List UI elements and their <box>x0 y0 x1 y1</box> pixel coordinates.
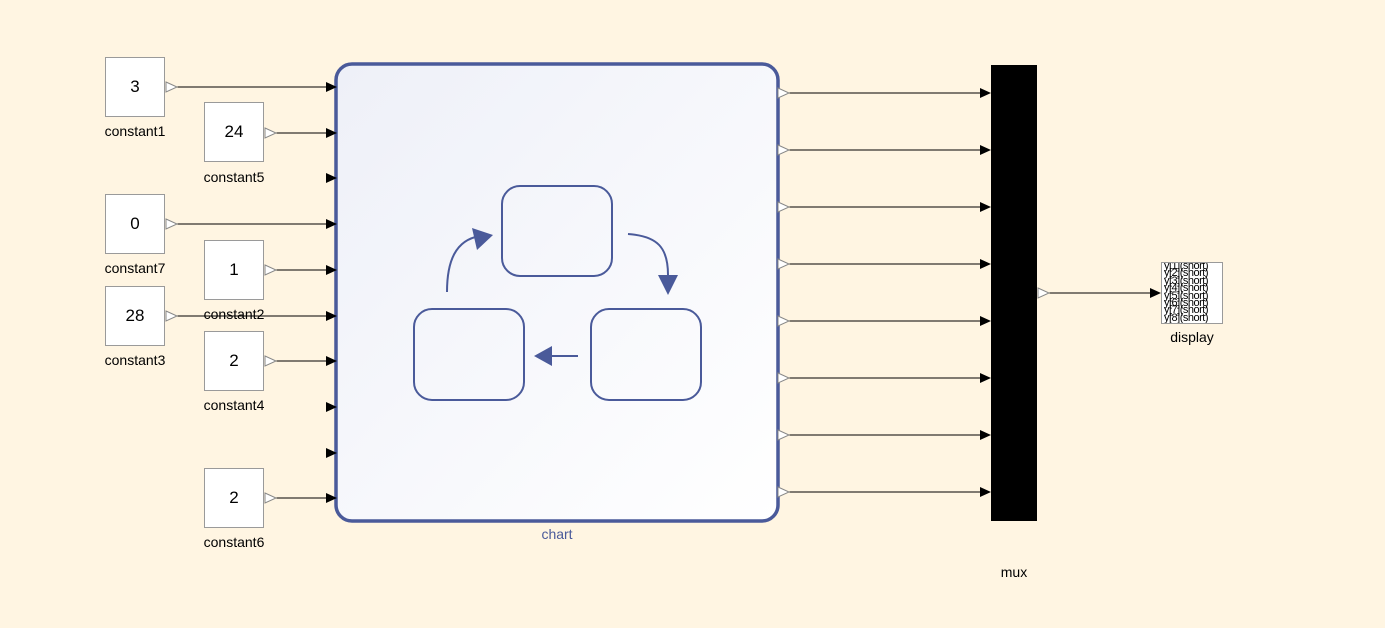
state-left-icon <box>413 308 525 401</box>
display-line-7: y[7](short) <box>1164 304 1209 317</box>
display-line-1: y[1](short) <box>1164 262 1209 272</box>
constant7-label: constant7 <box>104 260 166 276</box>
constant5-value: 24 <box>224 122 244 141</box>
state-diagram-icon <box>413 185 702 401</box>
display-label: display <box>1170 329 1214 345</box>
constant6-value: 2 <box>229 488 239 507</box>
constant3-value: 28 <box>125 306 145 325</box>
constant4-label: constant4 <box>203 397 265 413</box>
constant7-block[interactable]: 0 <box>105 194 165 254</box>
constant1-block[interactable]: 3 <box>105 57 165 117</box>
mux-label: mux <box>1000 564 1028 580</box>
constant6-block[interactable]: 2 <box>204 468 264 528</box>
constant7-value: 0 <box>130 214 140 233</box>
chart-output-ports <box>777 87 1051 498</box>
constant5-label: constant5 <box>203 169 265 185</box>
state-right-icon <box>590 308 702 401</box>
display-line-4: y[4](short) <box>1164 282 1209 295</box>
constant6-label: constant6 <box>203 534 265 550</box>
transition-arrowheads <box>472 228 678 366</box>
constant-output-ports <box>165 81 278 504</box>
transition-arrow-up-icon <box>446 235 481 293</box>
display-block[interactable]: y[1](short) y[2](short) y[3](short) y[4]… <box>1161 262 1223 324</box>
input-wires <box>177 86 330 499</box>
constant4-value: 2 <box>229 351 239 370</box>
constant3-block[interactable]: 28 <box>105 286 165 346</box>
output-wires <box>789 92 1154 493</box>
mux-block[interactable] <box>991 65 1037 521</box>
chart-block[interactable] <box>334 62 780 523</box>
display-line-5: y[5](short) <box>1164 289 1209 302</box>
constant2-block[interactable]: 1 <box>204 240 264 300</box>
constant1-label: constant1 <box>104 123 166 139</box>
display-line-2: y[2](short) <box>1164 267 1209 280</box>
constant2-value: 1 <box>229 260 239 279</box>
transition-arrow-down-icon <box>627 233 669 276</box>
display-line-6: y[6](short) <box>1164 297 1209 310</box>
chart-label: chart <box>541 526 573 542</box>
mux-input-ports <box>980 88 1161 497</box>
constant3-label: constant3 <box>104 352 166 368</box>
display-line-3: y[3](short) <box>1164 274 1209 287</box>
constant2-label: constant2 <box>203 306 265 322</box>
constant4-block[interactable]: 2 <box>204 331 264 391</box>
chart-input-ports <box>326 82 337 503</box>
constant1-value: 3 <box>130 77 140 96</box>
constant5-block[interactable]: 24 <box>204 102 264 162</box>
state-top-icon <box>501 185 613 277</box>
display-line-8: y[8](short) <box>1164 311 1209 324</box>
